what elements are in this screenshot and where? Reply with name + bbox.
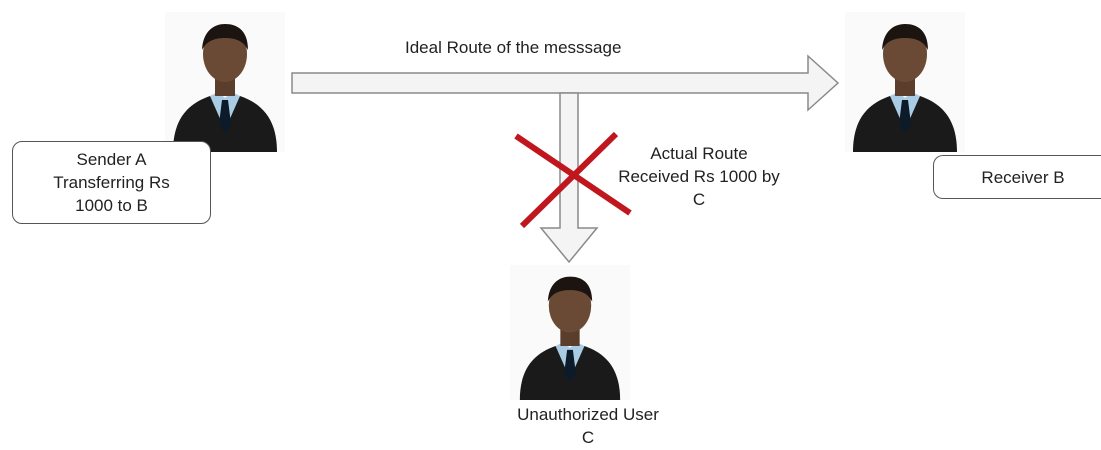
sender-label-line-2: Transferring Rs xyxy=(53,173,170,192)
unauthorized-user-label: Unauthorized User C xyxy=(488,403,688,449)
actual-route-line-1: Actual Route xyxy=(650,144,748,163)
businessman-icon xyxy=(519,276,621,400)
sender-label: Sender A Transferring Rs 1000 to B xyxy=(12,141,211,224)
businessman-icon xyxy=(173,24,277,152)
ideal-route-label: Ideal Route of the messsage xyxy=(405,38,622,57)
ideal-route-arrow xyxy=(291,54,840,112)
businessman-icon xyxy=(853,24,957,152)
unauthorized-user-avatar xyxy=(510,265,630,400)
actual-route-line-3: C xyxy=(692,190,706,209)
sender-label-line-3: 1000 to B xyxy=(75,196,148,215)
actual-route-label: Actual Route Received Rs 1000 by C xyxy=(588,142,810,211)
sender-label-line-1: Sender A xyxy=(76,150,147,169)
sender-avatar xyxy=(165,12,285,152)
receiver-avatar xyxy=(845,12,965,152)
receiver-label-text: Receiver B xyxy=(981,167,1065,187)
unauthorized-user-line-2: C xyxy=(581,428,595,447)
red-x-icon xyxy=(514,131,632,229)
unauthorized-user-line-1: Unauthorized User xyxy=(517,405,659,424)
receiver-label: Receiver B xyxy=(933,155,1101,199)
actual-route-line-2: Received Rs 1000 by xyxy=(618,167,780,186)
